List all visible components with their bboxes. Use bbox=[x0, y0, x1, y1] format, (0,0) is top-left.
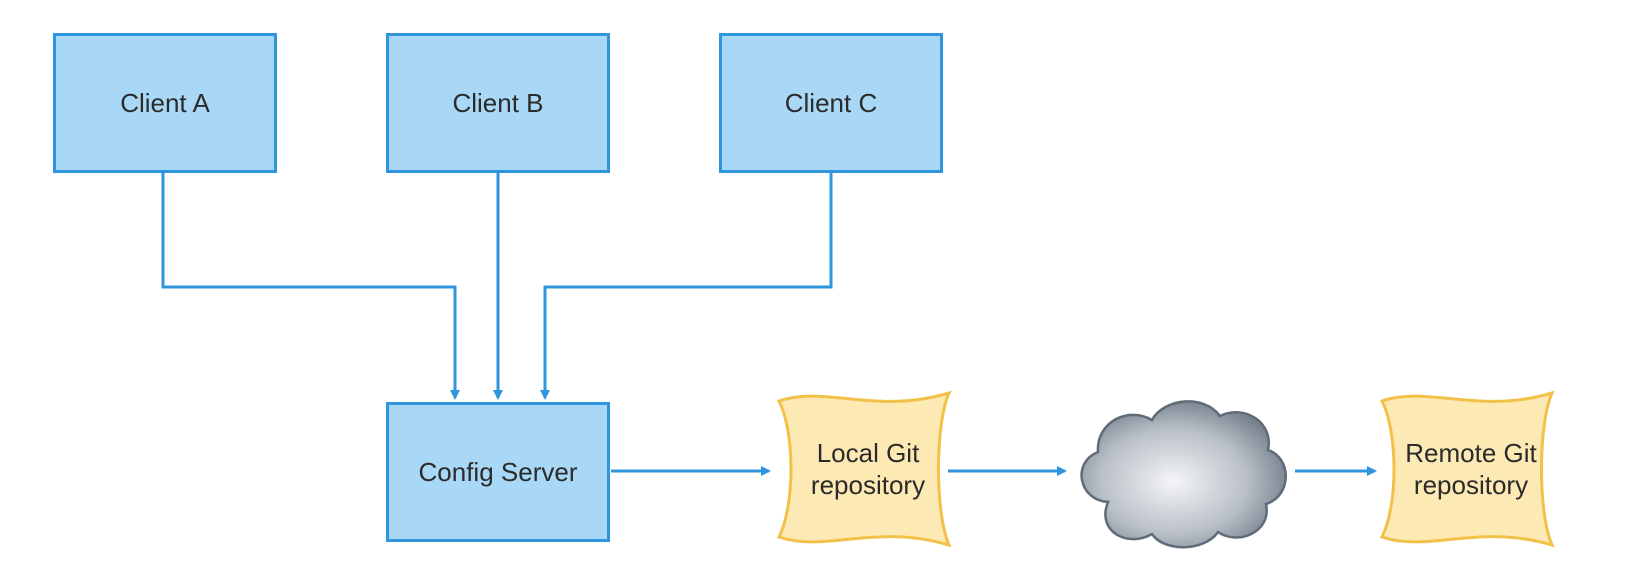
remote-git-repository: Remote Git repository bbox=[1378, 385, 1564, 553]
client-b-label: Client B bbox=[452, 87, 544, 118]
client-c-box: Client C bbox=[719, 33, 943, 173]
client-a-label: Client A bbox=[120, 87, 210, 118]
connector-client-a-to-config-server bbox=[161, 172, 460, 400]
cloud-icon bbox=[1068, 392, 1294, 552]
local-git-label: Local Git repository bbox=[810, 437, 926, 501]
repository-shape bbox=[1379, 390, 1555, 548]
config-server-box: Config Server bbox=[386, 402, 610, 542]
connector-client-c-to-config-server bbox=[540, 172, 833, 400]
remote-git-label: Remote Git repository bbox=[1405, 437, 1537, 501]
client-a-box: Client A bbox=[53, 33, 277, 173]
client-b-box: Client B bbox=[386, 33, 610, 173]
client-c-label: Client C bbox=[784, 87, 878, 118]
repository-shape bbox=[776, 390, 952, 548]
local-git-repository: Local Git repository bbox=[775, 385, 961, 553]
config-server-label: Config Server bbox=[418, 456, 578, 487]
